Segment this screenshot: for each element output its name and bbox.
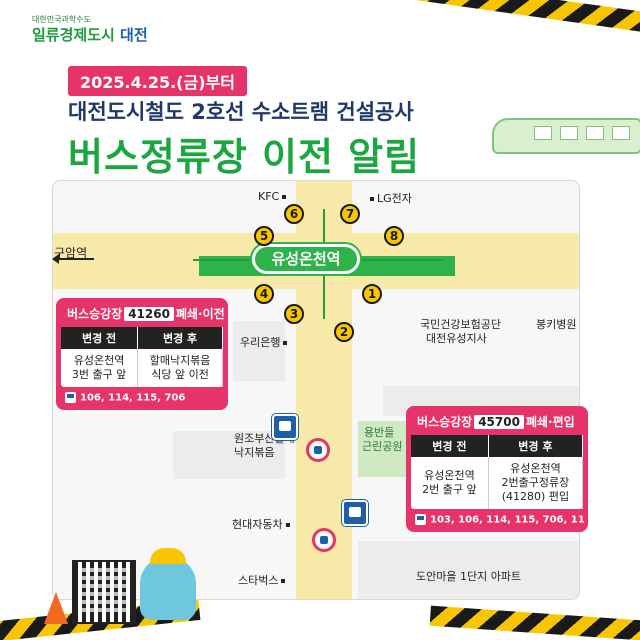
stop-a-routes: 106, 114, 115, 706	[61, 387, 223, 405]
landmark-insurance-sub: 대전유성지사	[426, 332, 487, 345]
landmark-park-sub: 근린공원	[362, 440, 403, 453]
stop-b-col-after: 변경 후	[488, 435, 584, 457]
stop-a-number: 41260	[124, 307, 174, 321]
bus-stop-old-icon	[312, 528, 336, 552]
building-block	[233, 321, 285, 381]
station-name: 유성온천역	[252, 244, 360, 274]
landmark-woori: 우리은행	[240, 334, 288, 350]
exit-7-badge: 7	[340, 204, 360, 224]
stop-b-routes: 103, 106, 114, 115, 706, 11	[411, 509, 585, 527]
stop-a-col-after: 변경 후	[137, 327, 223, 349]
city-logo: 일류경제도시 대전	[32, 24, 148, 45]
landmark-insurance: 국민건강보험공단	[420, 318, 501, 331]
landmark-kfc: KFC	[258, 190, 287, 203]
apartment-block	[358, 541, 579, 599]
building-block	[173, 431, 285, 479]
logo-tagline: 대한민국과학수도	[32, 15, 91, 24]
park-area	[358, 421, 406, 477]
landmark-hyundai: 현대자동차	[232, 516, 290, 532]
exit-4-badge: 4	[254, 284, 274, 304]
stop-b-number: 45700	[474, 415, 524, 429]
landmark-park: 용반들	[364, 426, 395, 439]
logo-city-text: 대전	[120, 26, 148, 44]
landmark-wonjo-sub: 낙지볶음	[234, 446, 275, 459]
arrow-left-icon	[52, 254, 94, 264]
tram-window	[586, 126, 604, 140]
tram-window	[612, 126, 630, 140]
qr-code[interactable]	[72, 560, 136, 624]
destination-label: 구암역	[54, 246, 88, 260]
caution-tape-top	[380, 0, 640, 37]
exit-5-badge: 5	[254, 226, 274, 246]
stop-b-col-before: 변경 전	[411, 435, 489, 457]
bus-icon	[65, 392, 76, 403]
bus-stop-old-icon	[306, 438, 330, 462]
bus-stop-icon	[342, 500, 368, 526]
logo-main-text: 일류경제도시	[32, 26, 115, 44]
tram-window	[560, 126, 578, 140]
bus-stop-icon	[272, 414, 298, 440]
exit-1-badge: 1	[362, 284, 382, 304]
caution-tape-bottom-right	[429, 605, 640, 640]
date-badge: 2025.4.25.(금)부터	[68, 66, 247, 96]
bus-icon	[415, 514, 426, 525]
landmark-lg: LG전자	[370, 190, 412, 206]
tram-window	[534, 126, 552, 140]
page-title: 버스정류장 이전 알림	[68, 135, 421, 179]
stop-a-col-before: 변경 전	[61, 327, 139, 349]
landmark-starbucks: 스타벅스	[238, 572, 286, 588]
subtitle: 대전도시철도 2호선 수소트램 건설공사	[68, 100, 414, 124]
tram-illustration	[492, 118, 640, 154]
exit-3-badge: 3	[284, 304, 304, 324]
mascot-hat	[150, 548, 186, 564]
traffic-cone-icon	[44, 592, 68, 624]
exit-6-badge: 6	[284, 204, 304, 224]
landmark-apartment: 도안마을 1단지 아파트	[416, 570, 522, 583]
exit-2-badge: 2	[334, 322, 354, 342]
mascot-illustration	[140, 556, 196, 620]
landmark-bonghwa: 봉키병원	[536, 318, 577, 331]
exit-8-badge: 8	[384, 226, 404, 246]
